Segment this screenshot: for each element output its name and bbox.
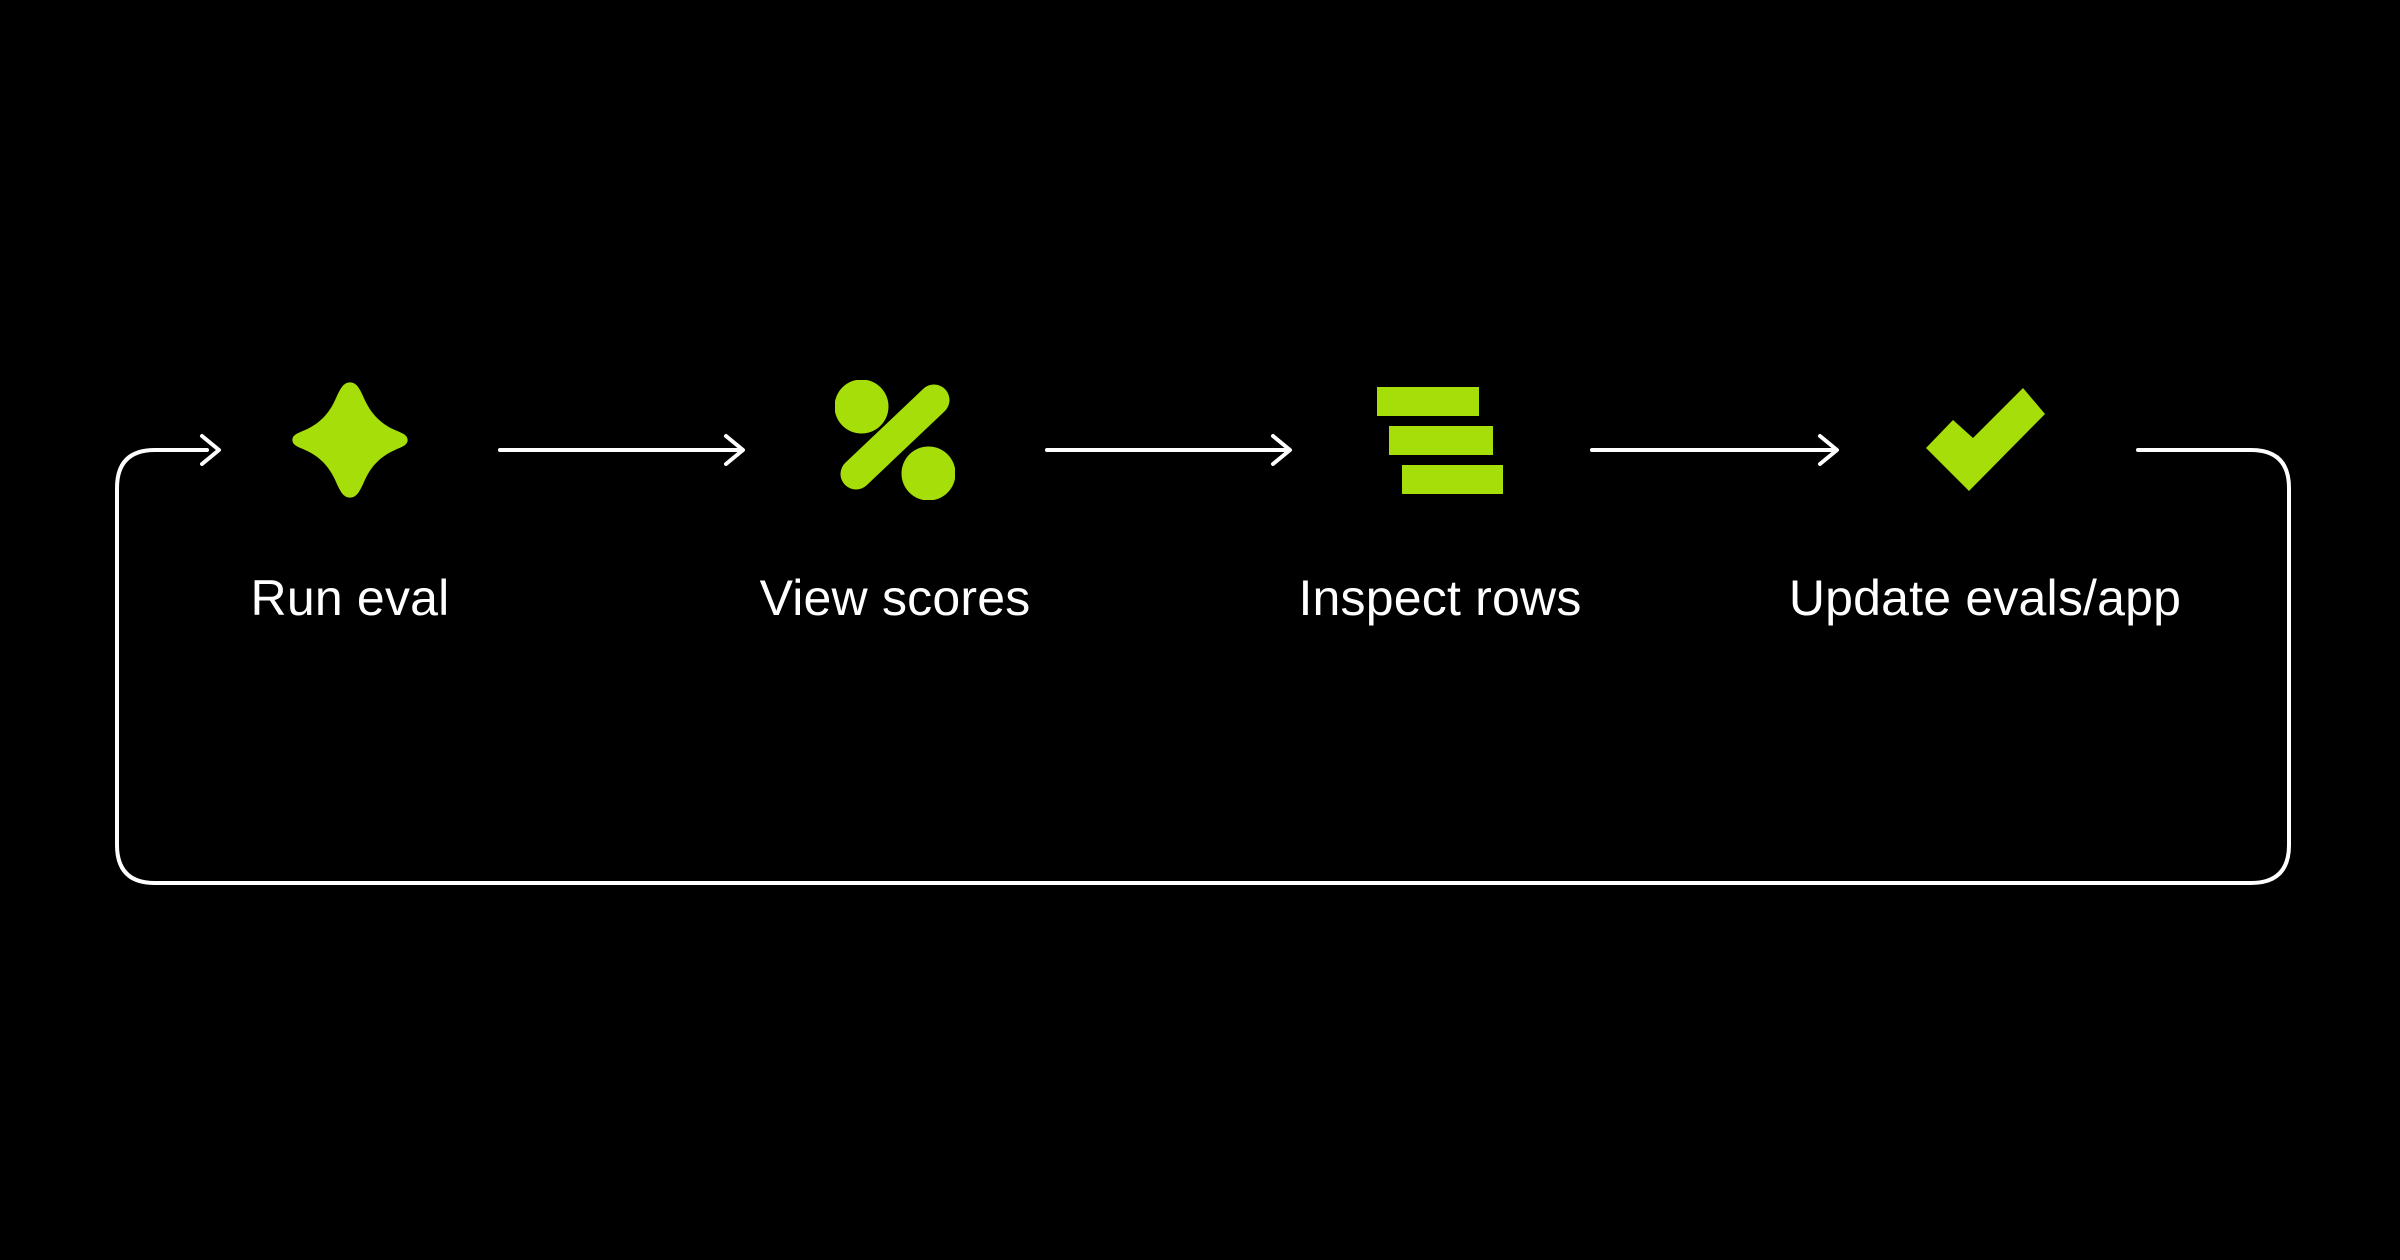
loop-arrow-path: [115, 448, 2291, 885]
step-label-update-evals-app: Update evals/app: [1788, 570, 2182, 626]
step-label-run-eval: Run eval: [250, 570, 450, 626]
sparkle-icon: [290, 378, 410, 502]
percent-icon: [835, 378, 955, 502]
step-view-scores: View scores: [715, 378, 1075, 628]
flow-arrowhead-1-icon: [724, 434, 745, 466]
step-update-evals-app: Update evals/app: [1789, 378, 2181, 628]
step-label-view-scores: View scores: [759, 570, 1031, 626]
loop-arrowhead-icon: [200, 434, 221, 466]
stacked-rows-icon: [1376, 378, 1504, 502]
checkmark-icon: [1925, 378, 2045, 502]
step-label-inspect-rows: Inspect rows: [1298, 570, 1582, 626]
flow-arrowhead-3-icon: [1818, 434, 1839, 466]
flow-arrowhead-2-icon: [1271, 434, 1292, 466]
step-inspect-rows: Inspect rows: [1260, 378, 1620, 628]
step-run-eval: Run eval: [170, 378, 530, 628]
